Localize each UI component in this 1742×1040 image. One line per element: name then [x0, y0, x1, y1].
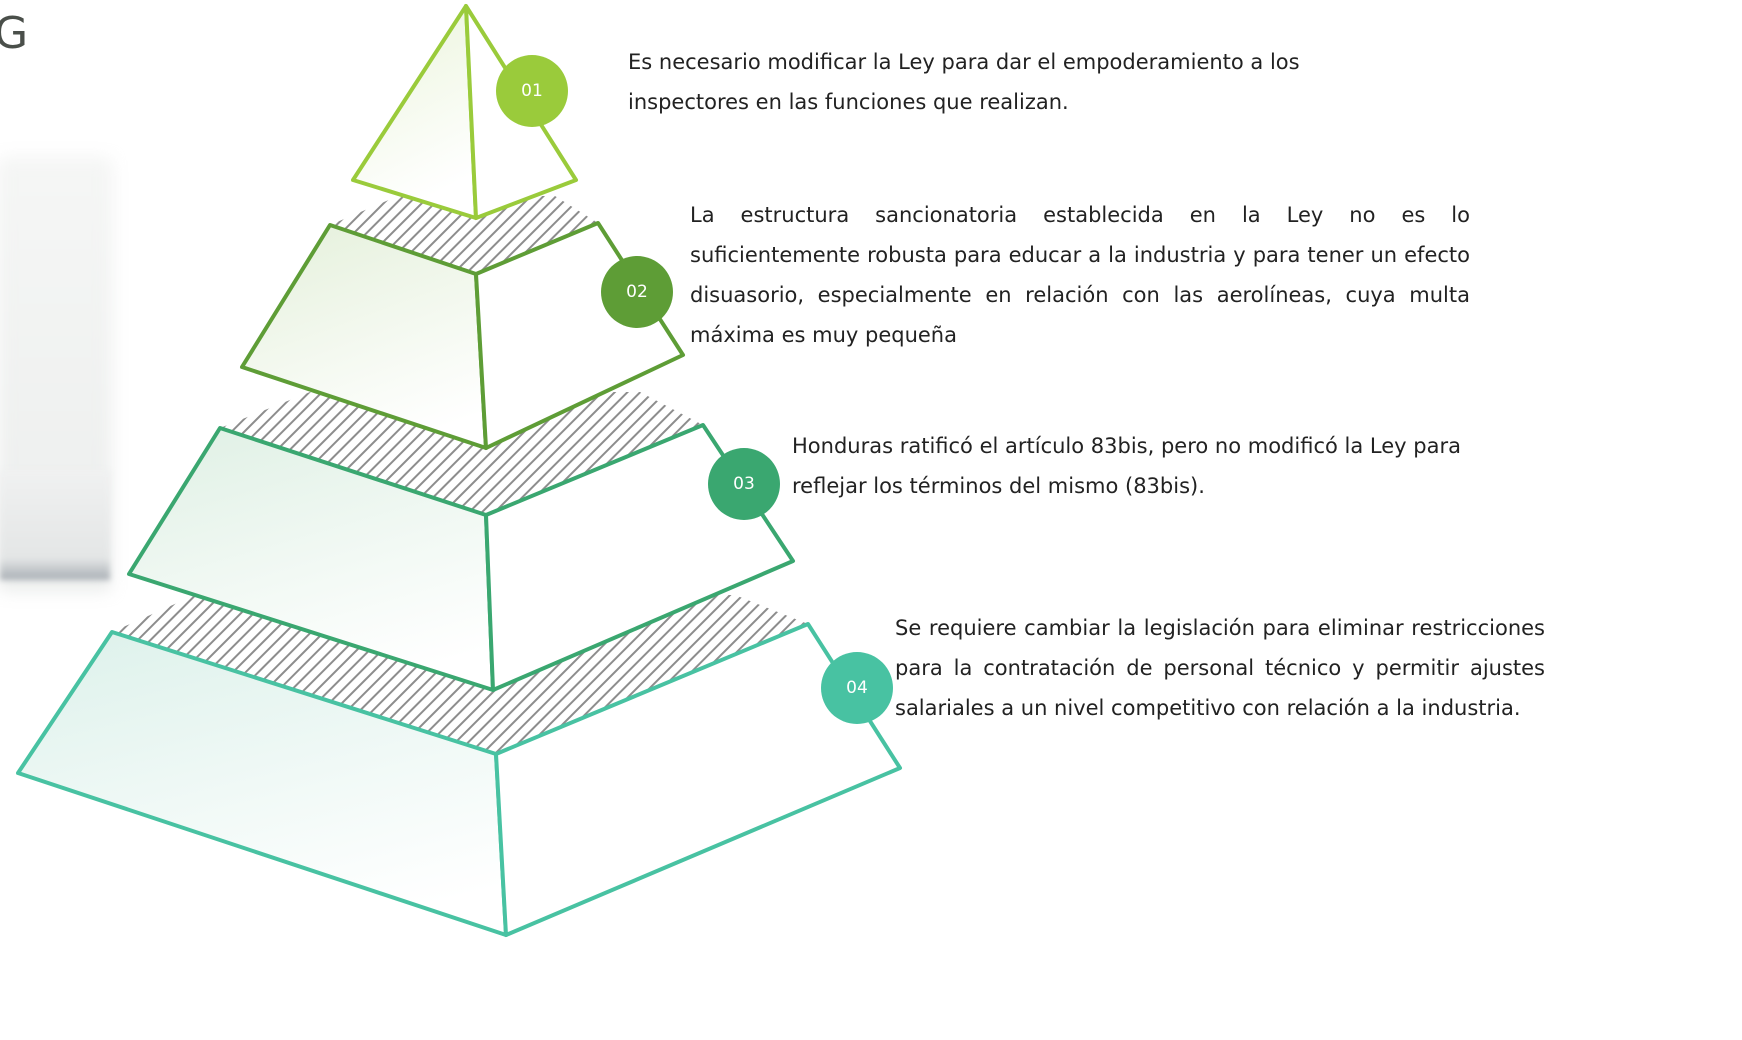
level-2-hatch-band [330, 196, 598, 274]
level-4-right-face [494, 622, 902, 937]
level-4-number-badge: 04 [821, 652, 893, 724]
level-3-description: Honduras ratificó el artículo 83bis, per… [792, 434, 1461, 498]
level-3-number-badge: 03 [708, 448, 780, 520]
pyramid-level-2 [240, 196, 685, 450]
level-2-description: La estructura sancionatoria establecida … [690, 203, 1470, 347]
level-3-hatch-band [220, 392, 703, 515]
level-1-description: Es necesario modificar la Ley para dar e… [628, 50, 1300, 114]
level-2-number-badge: 02 [601, 256, 673, 328]
level-1-number-badge: 01 [496, 55, 568, 127]
level-1-left-face [351, 4, 478, 220]
blurred-background-bar [0, 470, 110, 580]
page-title-fragment: G [0, 8, 30, 59]
level-4-description: Se requiere cambiar la legislación para … [895, 616, 1545, 720]
